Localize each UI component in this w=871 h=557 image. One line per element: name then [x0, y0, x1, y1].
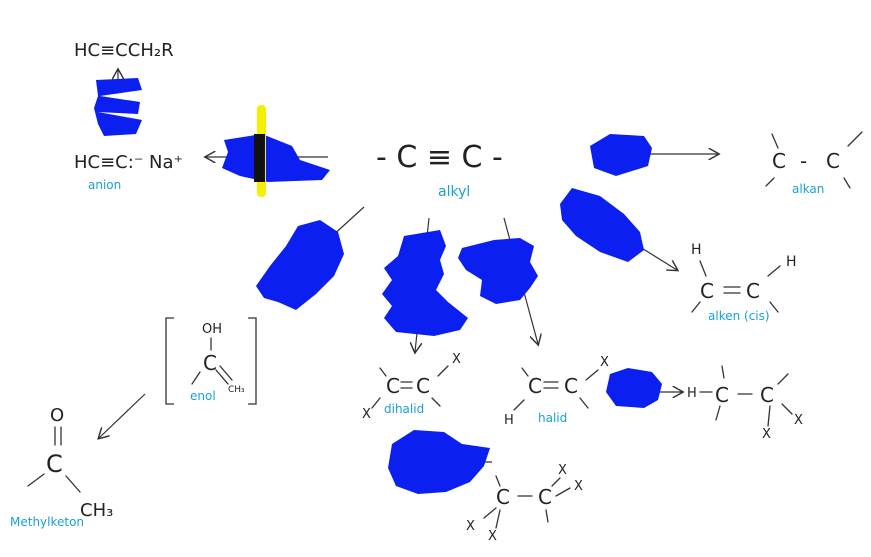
tetra-left-carbon: C [496, 485, 510, 509]
ketone-oxygen: O [50, 405, 64, 426]
gem-left-carbon: C [715, 383, 729, 407]
enol-double-2 [215, 369, 229, 385]
ketone-bond-left [27, 473, 45, 487]
tetra-bond-top-left [495, 475, 501, 487]
enol-ch3: CH₃ [228, 385, 245, 395]
scribble-reagent-hydration [256, 220, 344, 310]
enol-double-1 [219, 365, 233, 381]
dihalid-bond-top-left [379, 367, 387, 377]
halid-bond-x [585, 369, 599, 381]
scribble-reagent-hydrohalogenation [458, 238, 538, 304]
enol-label: enol [190, 389, 216, 403]
anion-formula: HC≡C:⁻ Na⁺ [74, 152, 183, 173]
dihalid-right-carbon: C [416, 374, 430, 398]
gem-bond-x-bottom [767, 405, 771, 427]
ketone-carbon: C [46, 450, 63, 478]
alkan-bond-3 [765, 177, 775, 187]
dihalid-bond-bottom-right [431, 397, 441, 407]
enol-bracket-left [165, 317, 174, 405]
alkan-bond-1 [771, 133, 779, 149]
dihalid-left-carbon: C [386, 374, 400, 398]
scribble-reagent-lindlar [560, 188, 644, 262]
halid-bond-h [513, 399, 525, 411]
alken-label: alken (cis) [708, 309, 770, 323]
alken-bond-4 [769, 301, 779, 313]
dihalid-x-bottom: X [362, 407, 371, 422]
ketone-ch3: CH₃ [80, 500, 113, 521]
alkan-bond: - [800, 149, 807, 173]
gem-bond-top-right [777, 373, 789, 385]
anion-label: anion [88, 178, 121, 192]
halid-right-carbon: C [564, 374, 578, 398]
tetra-bond-x4 [495, 509, 501, 529]
halid-label: halid [538, 411, 567, 425]
alkan-right-carbon: C [826, 149, 840, 173]
dihalid-label: dihalid [384, 402, 424, 416]
scribble-reagent-second-addition [606, 368, 662, 408]
alkan-label: alkan [792, 182, 824, 196]
alkan-bond-2 [847, 131, 863, 147]
halid-bond-top-left [521, 367, 529, 377]
alkylated-alkyne-formula: HC≡CCH₂R [74, 40, 174, 61]
gem-bond-bottom-left [715, 405, 721, 421]
alken-right-carbon: C [746, 279, 760, 303]
tetra-bond-x1 [551, 477, 561, 487]
halid-h: H [504, 413, 514, 428]
tetra-x1: X [558, 463, 567, 478]
scribble-reagent-dihalogenation [382, 230, 468, 336]
alkan-bond-4 [843, 177, 851, 189]
scribble-reagent-excess-halogen [388, 430, 490, 494]
alken-bond-h-right [767, 265, 781, 277]
alken-h-right: H [786, 254, 797, 270]
scribble-reagent-hydrogenation [590, 134, 652, 176]
alkan-left-carbon: C [772, 149, 786, 173]
alken-bond-3 [691, 301, 701, 313]
halid-x: X [600, 355, 609, 370]
arrow-to-methylketon [99, 393, 146, 438]
ketone-bond-right [65, 475, 81, 493]
central-alkyne-formula: - C ≡ C - [376, 140, 503, 175]
scribble-reagent-deprotonation [222, 134, 330, 182]
tetra-x2: X [574, 479, 583, 494]
halid-left-carbon: C [528, 374, 542, 398]
dihalid-bond-x-top [437, 365, 449, 377]
tetra-x4: X [488, 529, 497, 544]
dihalid-x-top: X [452, 352, 461, 367]
enol-bracket-right [248, 317, 257, 405]
gem-bond-x-right [781, 403, 793, 415]
enol-carbon: C [203, 351, 217, 375]
tetra-right-carbon: C [538, 485, 552, 509]
gem-bond-top-left [721, 365, 725, 379]
dihalid-bond-x-bottom [371, 397, 381, 409]
alken-left-carbon: C [700, 279, 714, 303]
tetra-bond-x3 [483, 507, 497, 519]
halid-bond-bottom-right [579, 397, 589, 409]
enol-bond-left [191, 371, 201, 385]
gem-x-right: X [794, 413, 803, 428]
gem-h: H [687, 386, 697, 401]
gem-x-bottom: X [762, 427, 771, 442]
highlight-overlap [254, 134, 265, 182]
scribble-reagent-alkylation [94, 78, 142, 136]
methylketon-label: Methylketon [10, 515, 84, 529]
tetra-bond-x2 [555, 487, 571, 497]
enol-oh: OH [202, 322, 222, 337]
tetra-x3: X [466, 519, 475, 534]
tetra-bond-bottom-right [545, 509, 549, 523]
alken-bond-h-left [699, 260, 707, 277]
central-alkyne-label: alkyl [438, 184, 470, 200]
gem-right-carbon: C [760, 383, 774, 407]
alken-h-left: H [691, 242, 702, 258]
